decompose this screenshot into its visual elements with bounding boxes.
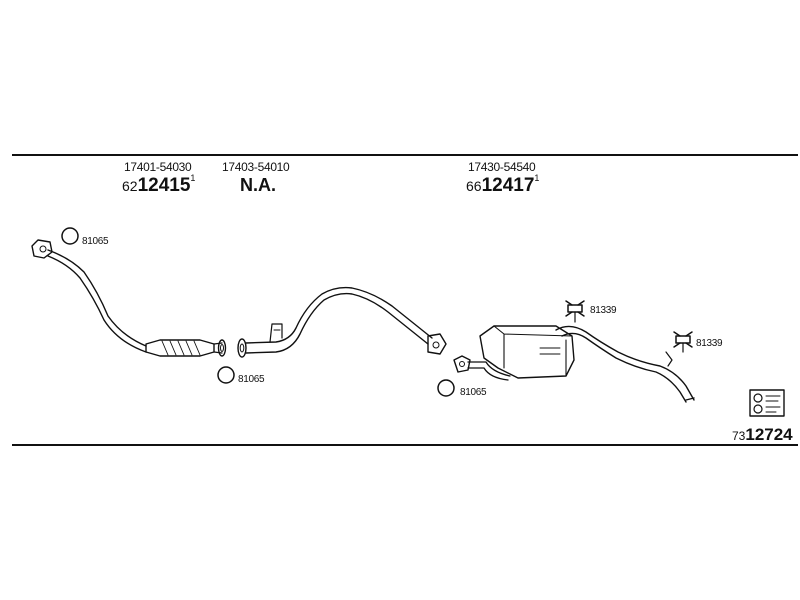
part-1-code: 62124151 [122,173,196,197]
rear-muffler-drawing [453,325,695,403]
hanger-2-label: 81339 [696,338,723,349]
part-3-code-main: 12417 [481,175,535,196]
gasket-1-label: 81065 [82,236,109,247]
hanger-1-label: 81339 [590,305,617,316]
diagram-code-main: 12724 [745,425,793,444]
part-2-oem-number: 17403-54010 [222,160,290,174]
part-1-code-suffix: 1 [190,173,196,183]
bottom-divider [12,444,798,446]
gasket-3-label: 81065 [460,387,487,398]
part-1-oem-number: 17401-54030 [124,160,192,174]
catalog-reference-icon [749,389,785,417]
top-divider [12,154,798,156]
part-3-oem-number: 17430-54540 [468,160,536,174]
part-2-status: N.A. [240,175,276,195]
part-3-code-suffix: 1 [534,173,540,183]
gasket-1-icon [61,227,79,245]
intermediate-pipe-drawing [237,286,447,358]
part-1-code-main: 12415 [137,175,191,196]
front-pipe-drawing [31,239,227,357]
gasket-2-label: 81065 [238,374,265,385]
gasket-2-icon [217,366,235,384]
diagram-code-prefix: 73 [732,429,746,443]
part-1-code-prefix: 62 [122,178,138,194]
hanger-2-icon [673,331,693,353]
hanger-1-icon [565,300,585,323]
gasket-3-icon [437,379,455,397]
diagram-code: 7312724 [732,425,793,445]
part-3-code: 66124171 [466,173,540,197]
part-3-code-prefix: 66 [466,178,482,194]
